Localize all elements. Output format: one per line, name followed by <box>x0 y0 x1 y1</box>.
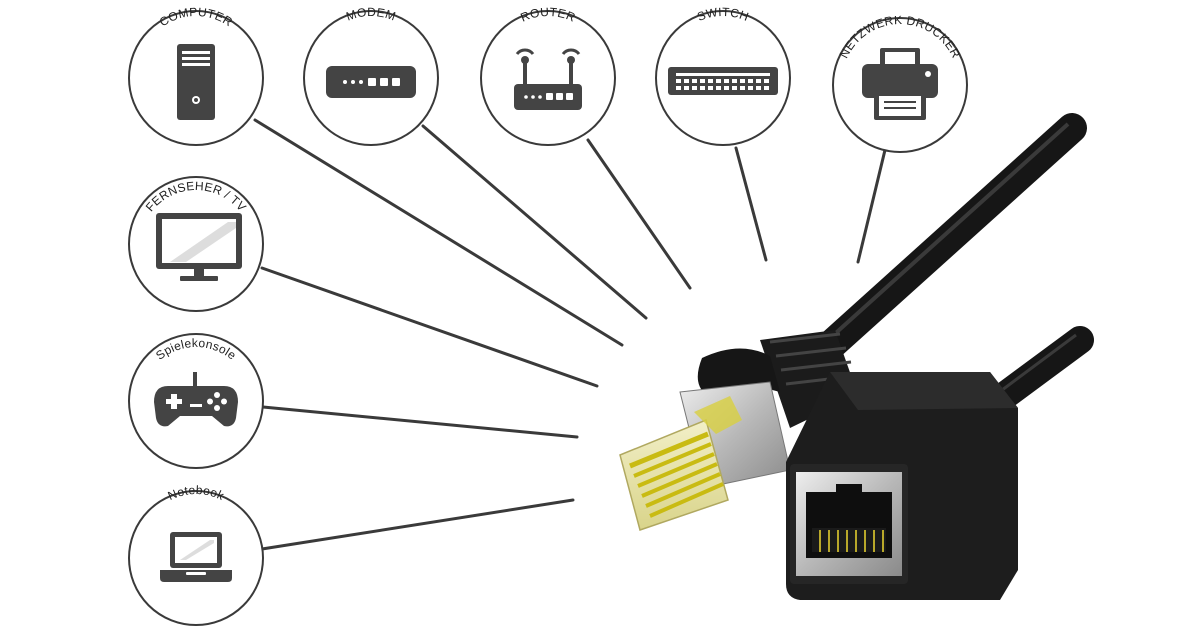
gold-contacts <box>629 431 724 518</box>
device-switch: SWITCH <box>655 5 791 146</box>
rj45-plug <box>619 381 791 531</box>
device-printer: NETZWERK DRUCKER <box>832 13 968 153</box>
network-switch-icon <box>668 67 778 95</box>
device-console: Spielekonsole <box>128 333 264 469</box>
laptop-icon <box>160 532 232 582</box>
switch-port <box>684 86 689 90</box>
switch-port <box>708 79 713 83</box>
line-switch <box>734 146 768 262</box>
switch-port <box>692 86 697 90</box>
line-modem <box>421 124 648 320</box>
switch-port <box>764 79 769 83</box>
switch-port <box>756 86 761 90</box>
switch-port <box>676 86 681 90</box>
switch-port <box>700 79 705 83</box>
monitor-icon <box>156 213 242 281</box>
switch-port <box>700 86 705 90</box>
line-console <box>261 405 579 439</box>
ethernet-cable-illustration <box>619 113 1094 600</box>
line-tv <box>260 266 599 388</box>
switch-port <box>708 86 713 90</box>
switch-port <box>724 79 729 83</box>
switch-port <box>740 86 745 90</box>
line-router <box>586 138 692 290</box>
device-router: ROUTER <box>480 5 616 146</box>
switch-port <box>756 79 761 83</box>
switch-port <box>692 79 697 83</box>
switch-label: SWITCH <box>695 5 751 24</box>
line-computer <box>253 118 624 347</box>
switch-port <box>748 86 753 90</box>
switch-port <box>716 79 721 83</box>
switch-port <box>676 79 681 83</box>
computer-tower-icon <box>177 44 215 120</box>
rj45-coupler <box>786 372 1018 600</box>
switch-port <box>724 86 729 90</box>
device-modem: MODEM <box>303 5 439 146</box>
switch-port <box>732 79 737 83</box>
router-label: ROUTER <box>518 5 577 25</box>
switch-port <box>732 86 737 90</box>
switch-port <box>716 86 721 90</box>
line-printer <box>856 148 887 264</box>
cable-upper <box>805 113 1087 370</box>
router-icon <box>514 48 582 110</box>
connector-lines <box>253 118 887 551</box>
device-notebook: Notebook <box>128 483 264 626</box>
switch-port <box>748 79 753 83</box>
modem-label: MODEM <box>344 5 397 24</box>
line-notebook <box>260 498 575 551</box>
switch-port <box>684 79 689 83</box>
gamepad-icon <box>154 372 238 427</box>
switch-port <box>740 79 745 83</box>
printer-icon <box>862 48 938 120</box>
device-computer: COMPUTER <box>128 5 264 146</box>
coupler-contacts <box>819 530 884 552</box>
modem-icon <box>326 66 416 98</box>
device-tv: FERNSEHER / TV <box>128 176 264 312</box>
switch-port <box>764 86 769 90</box>
